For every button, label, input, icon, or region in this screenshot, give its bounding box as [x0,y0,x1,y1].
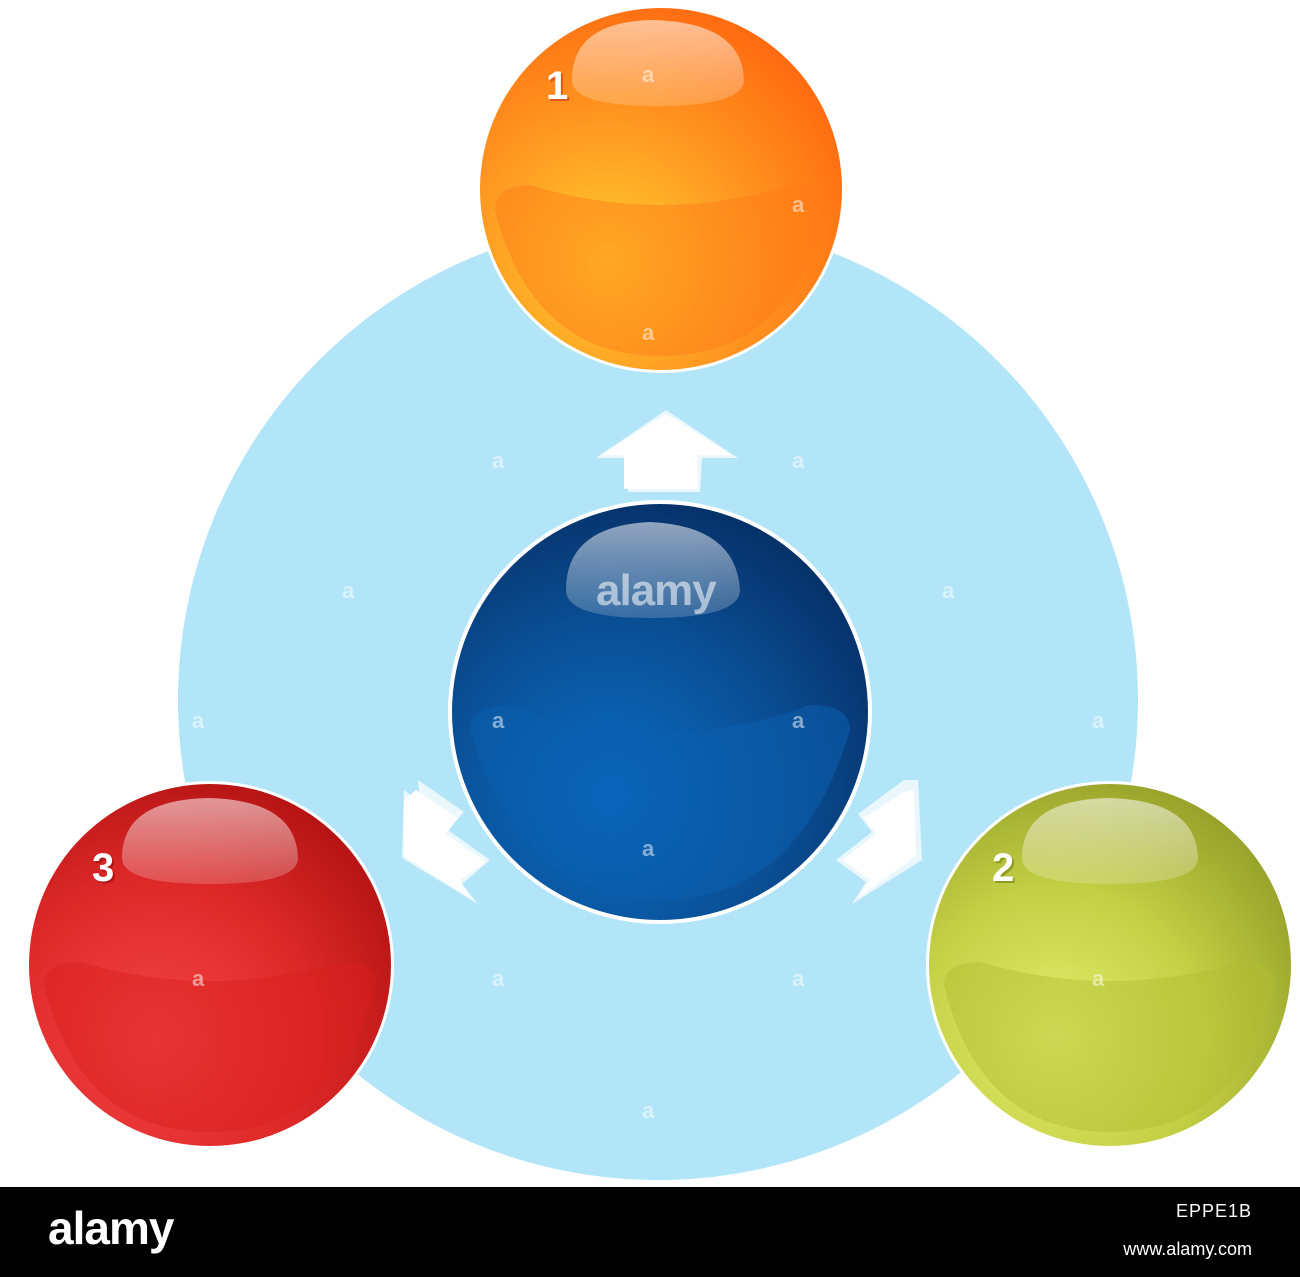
watermark-mark: a [942,578,955,603]
watermark-mark: a [642,62,655,87]
watermark-mark: a [342,578,355,603]
watermark-mark: a [792,192,805,217]
watermark-center: alamy [596,566,717,615]
sphere-3 [26,781,394,1149]
diagram-graphic [26,5,1294,1180]
center-sphere [448,500,872,924]
sphere-2-number: 2 [992,846,1015,890]
sphere-3-number: 3 [92,846,115,890]
watermark-mark: a [192,966,205,991]
watermark-mark: a [1092,708,1105,733]
watermark-mark: a [642,320,655,345]
footer-logo: alamy [48,1202,174,1254]
watermark-mark: a [492,708,505,733]
watermark-mark: a [192,708,205,733]
arrow-down-right-icon [836,780,922,904]
watermark-mark: a [642,1098,655,1123]
arrow-down-left-icon [402,780,490,904]
footer-image-id: EPPE1B [1175,1201,1252,1221]
watermark-mark: a [792,708,805,733]
watermark-mark: a [1092,966,1105,991]
watermark-mark: a [642,836,655,861]
footer-url: www.alamy.com [1123,1239,1252,1259]
watermark-mark: a [792,966,805,991]
sphere-1-number: 1 [546,64,569,108]
footer-bar: alamy EPPE1B www.alamy.com [0,1187,1300,1277]
watermark-mark: a [492,448,505,473]
arrow-up-icon [596,410,738,492]
sphere-2 [926,781,1294,1149]
watermark-mark: a [792,448,805,473]
sphere-1 [477,5,845,373]
watermark-mark: a [492,966,505,991]
